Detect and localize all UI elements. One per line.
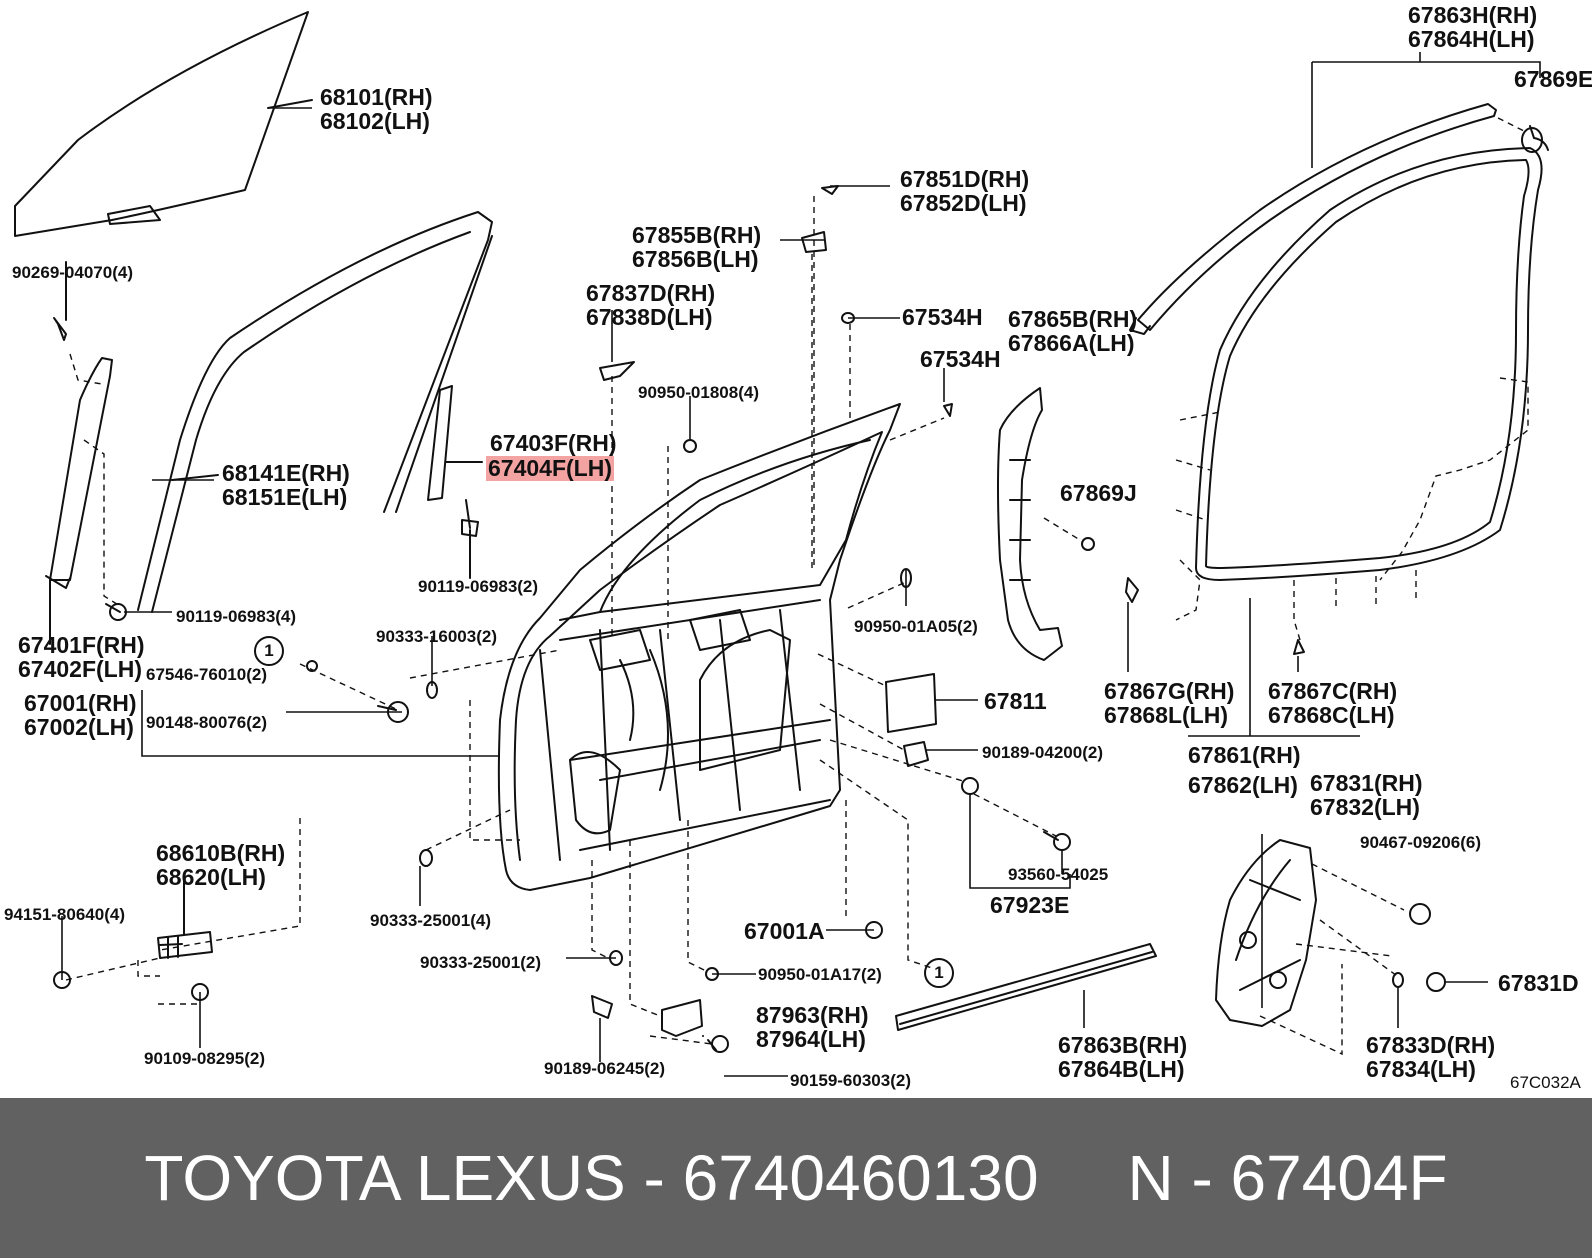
label-90950-b[interactable]: 90950-01A05(2) — [854, 617, 978, 636]
footer-bar: TOYOTA LEXUS - 6740460130 N - 67404F — [0, 1098, 1592, 1258]
label-90333-b[interactable]: 90333-25001(4) — [370, 911, 491, 930]
label-67832[interactable]: 67832(LH) — [1310, 794, 1420, 820]
footer-n-label: N — [1127, 1142, 1174, 1214]
label-90189-b[interactable]: 90189-06245(2) — [544, 1059, 665, 1078]
footer-gap — [1039, 1141, 1128, 1215]
label-67546[interactable]: 67546-76010(2) — [146, 665, 267, 684]
callout-marker-1: 1 — [254, 636, 284, 666]
label-68101[interactable]: 68101(RH) — [320, 84, 433, 110]
label-67401F[interactable]: 67401F(RH) — [18, 632, 145, 658]
division-channel-drawing — [427, 385, 483, 579]
label-67402F[interactable]: 67402F(LH) — [18, 656, 142, 682]
label-68151E[interactable]: 68151E(LH) — [222, 484, 348, 510]
label-67851D[interactable]: 67851D(RH) — [900, 166, 1030, 192]
footer-n-code: 67404F — [1230, 1142, 1448, 1214]
label-87964[interactable]: 87964(LH) — [756, 1026, 866, 1052]
label-68620[interactable]: 68620(LH) — [156, 864, 266, 890]
door-lock-drawing — [1215, 839, 1317, 1027]
label-67869E[interactable]: 67869E — [1514, 66, 1592, 92]
label-67863H[interactable]: 67863H(RH) — [1408, 2, 1538, 28]
label-67534H-b[interactable]: 67534H — [920, 346, 1001, 372]
label-67861[interactable]: 67861(RH) — [1188, 742, 1301, 768]
label-67831[interactable]: 67831(RH) — [1310, 770, 1423, 796]
footer-separator: - — [625, 1142, 683, 1214]
label-67001A[interactable]: 67001A — [744, 918, 825, 944]
footer-part-number: 6740460130 — [682, 1142, 1039, 1214]
label-67868L[interactable]: 67868L(LH) — [1104, 702, 1228, 728]
label-67866A[interactable]: 67866A(LH) — [1008, 330, 1135, 356]
label-67865B[interactable]: 67865B(RH) — [1008, 306, 1138, 332]
door-panel-drawing — [497, 403, 901, 891]
footer-brand: TOYOTA LEXUS — [144, 1142, 626, 1214]
callout-marker-1: 1 — [924, 958, 954, 988]
door-trim-drawing — [997, 387, 1063, 661]
label-67001[interactable]: 67001(RH) — [24, 690, 137, 716]
label-90333-a[interactable]: 90333-16003(2) — [376, 627, 497, 646]
label-67863B[interactable]: 67863B(RH) — [1058, 1032, 1188, 1058]
footer-separator-2: - — [1173, 1142, 1231, 1214]
label-67855B[interactable]: 67855B(RH) — [632, 222, 762, 248]
label-67834[interactable]: 67834(LH) — [1366, 1056, 1476, 1082]
hinge-drawing — [661, 999, 729, 1053]
label-90159[interactable]: 90159-60303(2) — [790, 1071, 911, 1090]
label-67831D[interactable]: 67831D — [1498, 970, 1579, 996]
label-67862[interactable]: 67862(LH) — [1188, 772, 1298, 798]
label-90189-a[interactable]: 90189-04200(2) — [982, 743, 1103, 762]
label-67534H-a[interactable]: 67534H — [902, 304, 983, 330]
fastener-drawings — [53, 185, 1446, 1019]
label-67864H[interactable]: 67864H(LH) — [1408, 26, 1535, 52]
label-90109[interactable]: 90109-08295(2) — [144, 1049, 265, 1068]
label-93560[interactable]: 93560-54025 — [1008, 865, 1109, 884]
label-90950-a[interactable]: 90950-01808(4) — [638, 383, 759, 402]
label-67869J[interactable]: 67869J — [1060, 480, 1137, 506]
label-67923E[interactable]: 67923E — [990, 892, 1070, 918]
label-67404F-highlighted[interactable]: 67404F(LH) — [486, 455, 614, 481]
label-87963[interactable]: 87963(RH) — [756, 1002, 869, 1028]
footer-part-info: TOYOTA LEXUS - 6740460130 N - 67404F — [0, 1098, 1592, 1258]
label-67403F[interactable]: 67403F(RH) — [490, 430, 617, 456]
label-67868C[interactable]: 67868C(LH) — [1268, 702, 1395, 728]
label-67002[interactable]: 67002(LH) — [24, 714, 134, 740]
door-glass-drawing — [14, 11, 313, 237]
exploded-view-drawing — [14, 11, 1549, 1077]
label-68102[interactable]: 68102(LH) — [320, 108, 430, 134]
label-67867C[interactable]: 67867C(RH) — [1268, 678, 1398, 704]
upper-weatherstrip-drawing — [1129, 103, 1549, 335]
parts-diagram: 68101(RH) 68102(LH) 90269-04070(4) 68141… — [4, 2, 1592, 1092]
label-90467[interactable]: 90467-09206(6) — [1360, 833, 1481, 852]
weatherstrip-drawing — [1195, 147, 1543, 581]
label-90950-c[interactable]: 90950-01A17(2) — [758, 965, 882, 984]
label-90269[interactable]: 90269-04070(4) — [12, 263, 133, 282]
label-67864B[interactable]: 67864B(LH) — [1058, 1056, 1185, 1082]
label-67867G[interactable]: 67867G(RH) — [1104, 678, 1235, 704]
label-67852D[interactable]: 67852D(LH) — [900, 190, 1027, 216]
label-67811[interactable]: 67811 — [984, 688, 1047, 714]
label-90119-b[interactable]: 90119-06983(4) — [176, 607, 297, 626]
label-90119-a[interactable]: 90119-06983(2) — [418, 577, 539, 596]
label-68141E[interactable]: 68141E(RH) — [222, 460, 350, 486]
label-94151[interactable]: 94151-80640(4) — [4, 905, 125, 924]
label-68610B[interactable]: 68610B(RH) — [156, 840, 286, 866]
moulding-drawing — [895, 943, 1157, 1031]
glass-run-drawing — [137, 211, 493, 613]
label-90148[interactable]: 90148-80076(2) — [146, 713, 267, 732]
label-67856B[interactable]: 67856B(LH) — [632, 246, 759, 272]
silencer-drawing — [885, 673, 937, 733]
diagram-code: 67C032A — [1510, 1073, 1581, 1092]
label-67838D[interactable]: 67838D(LH) — [586, 304, 713, 330]
label-67837D[interactable]: 67837D(RH) — [586, 280, 716, 306]
label-67833D[interactable]: 67833D(RH) — [1366, 1032, 1496, 1058]
label-90333-c[interactable]: 90333-25001(2) — [420, 953, 541, 972]
